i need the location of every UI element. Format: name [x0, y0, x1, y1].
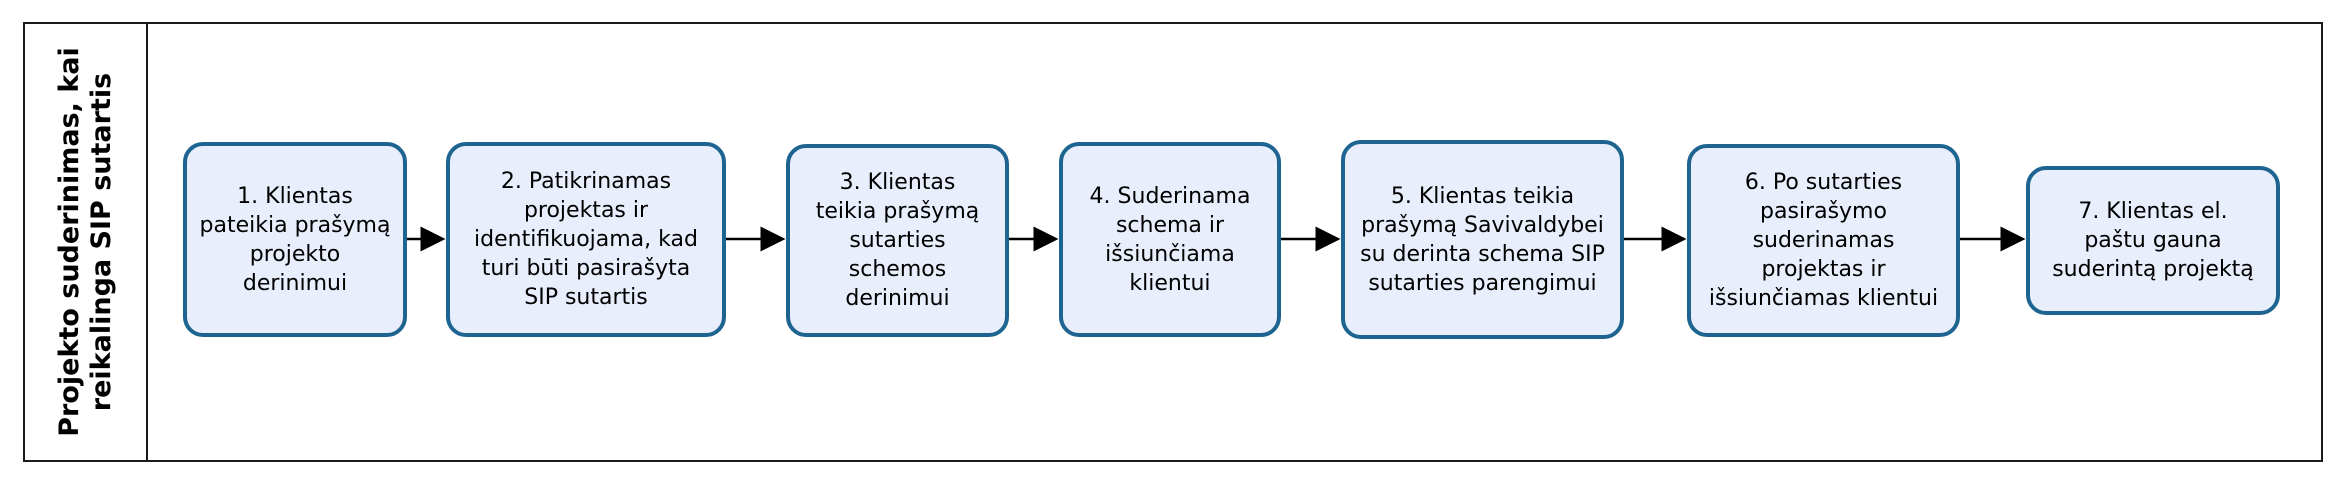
process-step-4: 4. Suderinama schema ir išsiunčiama klie…: [1059, 142, 1281, 337]
step-5-label: 5. Klientas teikia prašymą Savivaldybei …: [1360, 183, 1605, 296]
step-3-label: 3. Klientas teikia prašymą sutarties sch…: [815, 170, 980, 311]
swimlane-pool: Projekto suderinimas, kai reikalinga SIP…: [23, 22, 2323, 462]
process-step-2: 2. Patikrinamas projektas ir identifikuo…: [446, 142, 726, 337]
step-6-label: 6. Po sutarties pasirašymo suderinamas p…: [1708, 170, 1939, 311]
process-step-7: 7. Klientas el. paštu gauna suderintą pr…: [2026, 166, 2280, 315]
process-step-3: 3. Klientas teikia prašymą sutarties sch…: [786, 144, 1009, 337]
process-step-6: 6. Po sutarties pasirašymo suderinamas p…: [1687, 144, 1960, 337]
process-step-1: 1. Klientas pateikia prašymą projekto de…: [183, 142, 407, 337]
step-1-label: 1. Klientas pateikia prašymą projekto de…: [199, 183, 391, 296]
lane-header: Projekto suderinimas, kai reikalinga SIP…: [25, 24, 148, 460]
step-4-label: 4. Suderinama schema ir išsiunčiama klie…: [1089, 183, 1251, 296]
process-step-5: 5. Klientas teikia prašymą Savivaldybei …: [1341, 140, 1624, 339]
step-7-label: 7. Klientas el. paštu gauna suderintą pr…: [2052, 199, 2254, 282]
step-2-label: 2. Patikrinamas projektas ir identifikuo…: [474, 169, 698, 310]
